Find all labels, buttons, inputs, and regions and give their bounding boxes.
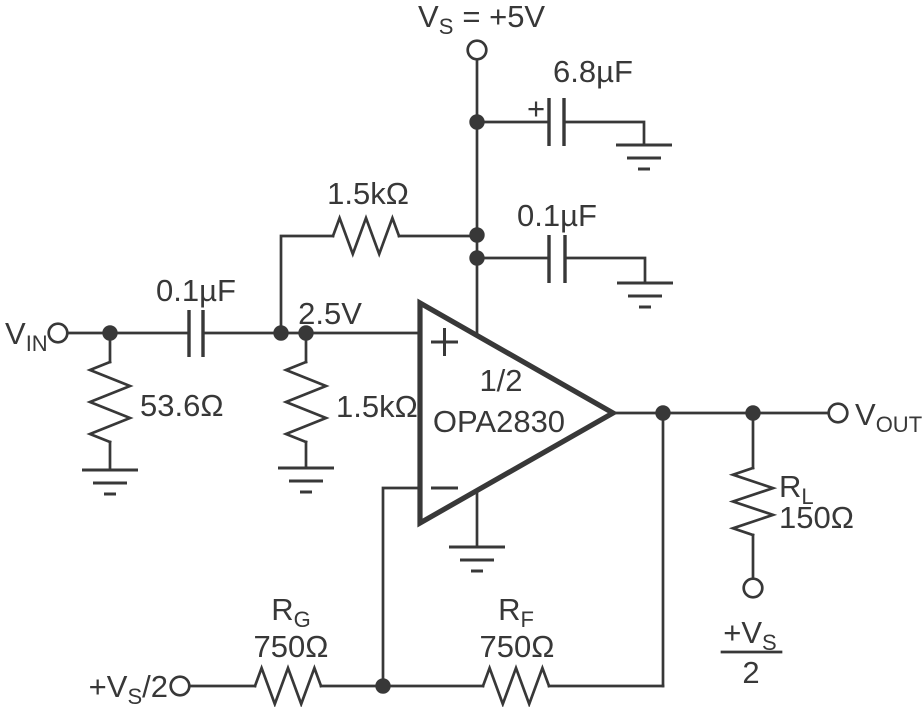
load-bias-terminal [742,577,764,599]
junction-dot [298,325,314,341]
gain-resistor-value-label: 750Ω [254,629,329,664]
wire-bypass-cap-right [565,256,647,285]
terminals [47,39,849,697]
supply-voltage-label: VS= +5V [418,0,545,39]
junction-dot [745,405,761,421]
opamp-noninverting-input-icon [431,328,458,356]
wires [65,57,831,688]
vout-terminal [827,402,849,424]
opamp-fraction-label: 1/2 [479,363,522,398]
capacitors [187,98,567,357]
capacitor-bypass-0-1uf [547,235,567,283]
bias-lower-resistor-label: 1.5kΩ [336,389,418,424]
vs-half-terminal [169,675,191,697]
input-termination-resistor-label: 53.6Ω [140,388,224,423]
bias-node-voltage-label: 2.5V [298,296,362,331]
supply-terminal [466,39,488,61]
opamp-triangle [417,298,619,528]
bias-upper-resistor-label: 1.5kΩ [327,176,409,211]
junction-dots [102,114,761,694]
bypass-cap-value-label: 0.1µF [517,198,597,233]
junction-dot [273,325,289,341]
junction-dot [102,325,118,341]
wire-bias-upper-left [279,234,335,335]
vout-label: VOUT [855,397,922,437]
resistor-bias-upper-1-5k [331,214,401,258]
ground-symbol [616,143,672,171]
vs-half-input-label: +VS/2 [89,669,168,707]
bulk-cap-polarity-label: + [527,91,545,126]
junction-dot [375,678,391,694]
junction-dot [469,250,485,266]
capacitor-input-0-1uf [187,310,205,357]
ground-symbol [278,466,334,494]
opamp-part-label: OPA2830 [433,404,565,439]
junction-dot [469,114,485,130]
feedback-resistor-name-label: RF [498,592,534,632]
resistor-load-rl [728,466,778,537]
resistor-feedback-rf [481,664,551,707]
ground-symbol [449,545,505,573]
capacitor-bulk-6-8uf [547,98,566,146]
vin-label: VIN [5,316,48,356]
ground-symbol [82,468,138,496]
wire-inverting-input [381,486,422,688]
resistor-bias-lower-1-5k [282,360,330,444]
resistor-gain-rg [253,664,323,707]
wire-bulk-cap-right [564,120,646,147]
resistor-input-termination-53-6 [86,360,134,444]
load-resistor-name-label: RL [779,469,814,509]
junction-dot [655,405,671,421]
gain-resistor-name-label: RG [271,592,311,632]
load-bias-numerator-label: +VS [723,615,776,655]
load-bias-denominator-label: 2 [742,655,759,690]
vin-terminal [47,322,69,344]
ground-symbol [617,281,673,309]
feedback-resistor-value-label: 750Ω [480,629,555,664]
input-cap-value-label: 0.1µF [156,273,236,308]
resistors [86,214,778,707]
ground-symbols [82,143,673,573]
bulk-cap-value-label: 6.8µF [553,54,633,89]
junction-dot [469,227,485,243]
load-resistor-value-label: 150Ω [779,500,854,535]
